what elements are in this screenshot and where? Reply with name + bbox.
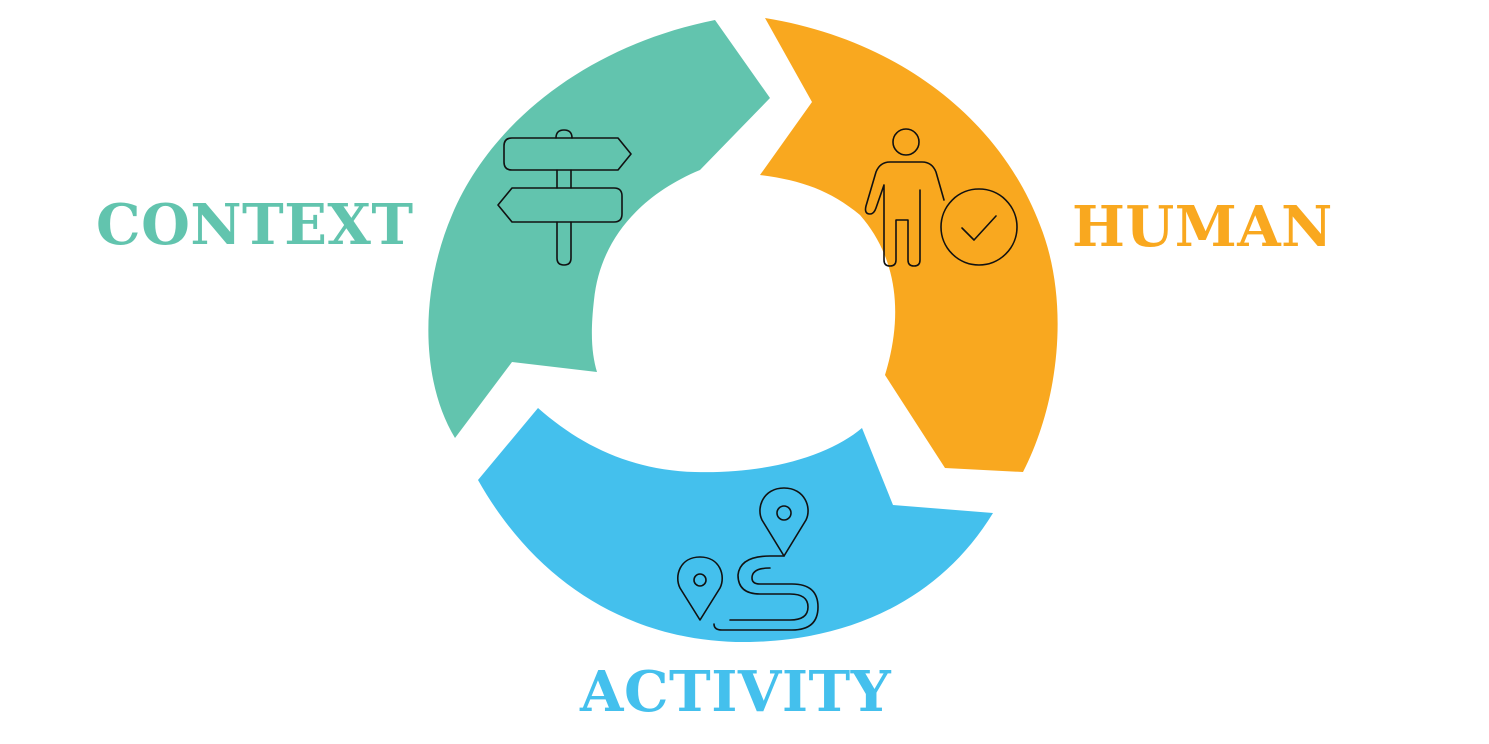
activity-label: ACTIVITY [580, 659, 892, 725]
human-cycle-segment [760, 18, 1058, 472]
human-label: HUMAN [1072, 194, 1333, 260]
context-cycle-segment [428, 20, 770, 438]
person-check-icon [864, 128, 1018, 267]
route-map-pin-icon [676, 487, 819, 631]
context-label: CONTEXT [96, 192, 414, 258]
activity-cycle-segment [478, 408, 993, 643]
signpost-icon [497, 129, 632, 266]
